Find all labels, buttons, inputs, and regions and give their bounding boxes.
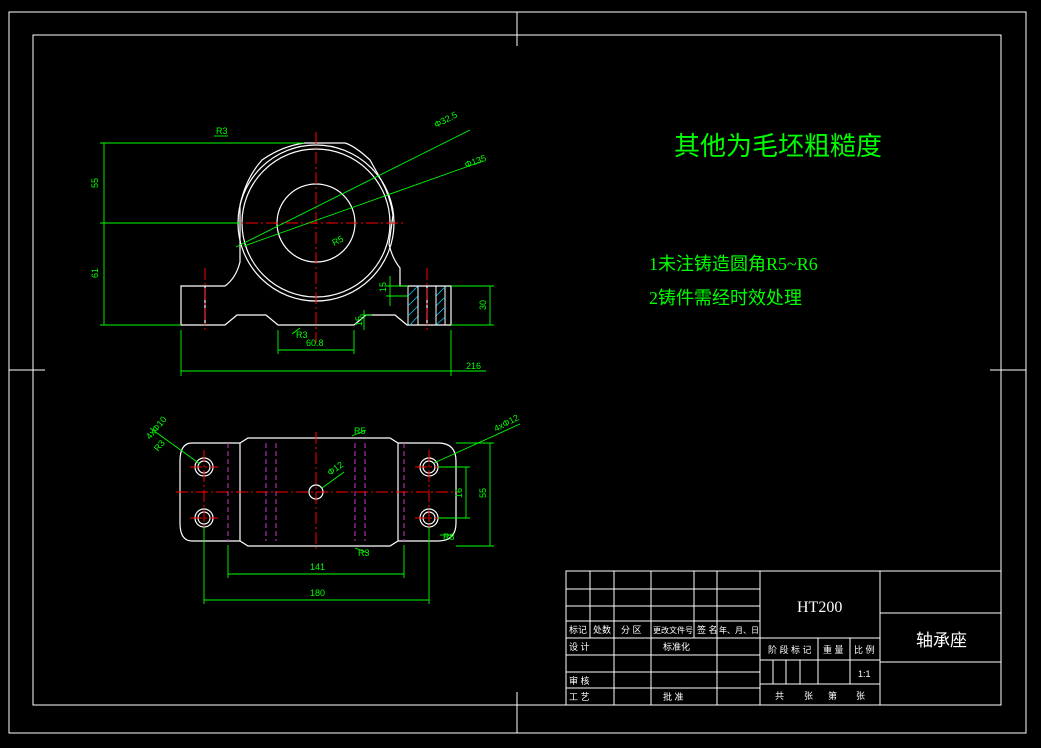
tb-col-mark: 标记 [569,624,587,635]
dim-left-upper: 55 [90,178,100,188]
tb-sheets-total: 共 [775,691,784,701]
dim-right-height: 30 [478,300,488,310]
notes-line-2: 2铸件需经时效处理 [649,288,802,308]
notes-line-1: 1未注铸造圆角R5~R6 [649,254,818,274]
tb-material: HT200 [797,599,842,616]
dim-phi-inner: Φ32.5 [432,110,459,130]
tb-stage-mark: 阶 段 标 记 [768,644,812,655]
dim-right-small: R8 [443,532,455,542]
title-block: HT200 轴承座 标记 处数 分 区 更改文件号 签 名 年、月、日 设 计 … [565,570,1002,706]
tb-row-review: 审 核 [569,675,590,686]
dim-center-small: R5 [330,234,345,248]
dim-outer-height: 55 [478,488,488,498]
notes-title: 其他为毛坯粗糙度 [674,132,882,161]
dim-top-small: R3 [216,126,228,136]
dim-base-step: 15 [354,316,364,326]
tb-row-design: 设 计 [569,641,590,652]
dim-small-left: 15 [378,282,388,292]
dim-width-bottom: 60.8 [306,338,324,348]
dim-inner-height: 16 [454,488,464,498]
dim-bottom-small: R3 [358,548,370,558]
dim-left-lower: 61 [90,268,100,278]
dim-small-angle: R3 [296,330,308,340]
front-view: R3 Φ32.5 Φ135 55 61 R5 60.8 216 30 15 R3… [90,110,494,376]
dim-total-width: 216 [466,361,481,371]
tb-row-process: 工 艺 [569,692,590,702]
dim-180: 180 [310,588,325,598]
tb-col-change-doc: 更改文件号 [653,625,693,635]
dim-left-small: R3 [152,438,167,453]
top-view: 4xΦ10 4xΦ12 R3 R5 Φ12 16 55 R8 R3 141 18… [144,412,521,604]
tb-col-count: 处数 [593,624,611,635]
tb-col-zone: 分 区 [621,625,642,635]
dim-center-hole: Φ12 [325,460,345,478]
tb-row-approve: 批 准 [663,691,684,702]
tb-row-standardize: 标准化 [663,641,690,652]
drawing-frame [8,11,1027,734]
tb-col-date: 年、月、日 [719,625,759,635]
tb-scale-value: 1:1 [858,669,871,679]
tb-sheet-no: 第 [828,690,837,701]
notes: 其他为毛坯粗糙度 1未注铸造圆角R5~R6 2铸件需经时效处理 [649,132,882,308]
dim-top-center: R5 [354,426,366,436]
tb-col-sign: 签 名 [697,624,718,635]
tb-sheets-label: 张 [804,691,813,701]
tb-weight: 重 量 [823,644,844,655]
tb-scale-label: 比 例 [854,644,875,655]
tb-sheet-label: 张 [856,691,865,701]
dim-141: 141 [310,562,325,572]
dim-holes-left: 4xΦ10 [144,414,169,441]
tb-part-name: 轴承座 [916,631,967,650]
dim-phi-outer: Φ135 [463,153,487,170]
